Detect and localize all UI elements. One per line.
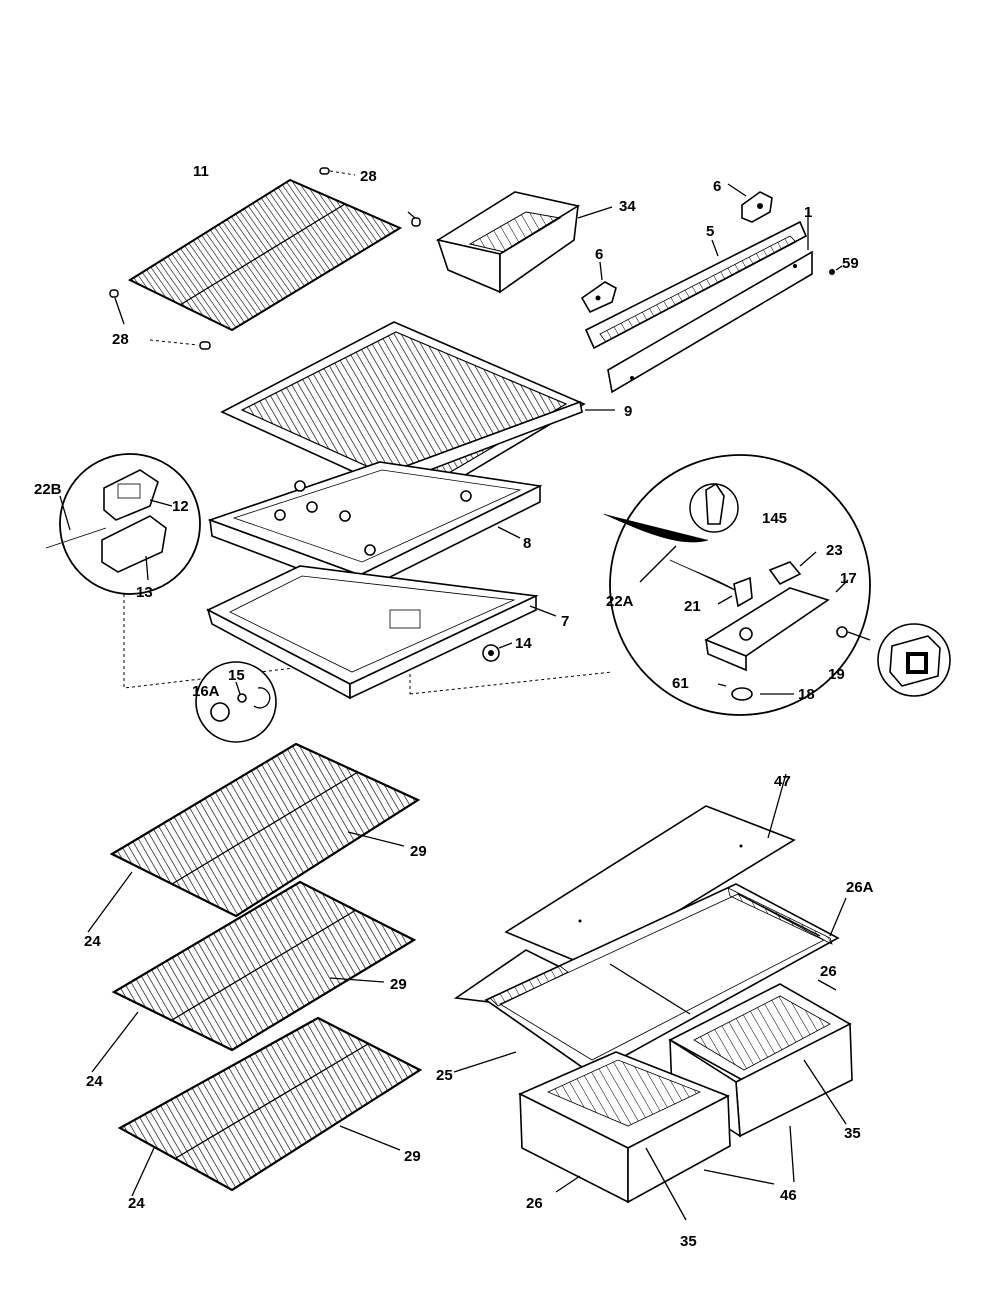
label-29-upper: 29 <box>410 843 427 860</box>
wire-shelf-11 <box>127 178 403 332</box>
shelf-support-28-bottom <box>109 289 211 350</box>
shelf-29-upper <box>87 742 421 933</box>
detail-circle-light <box>195 661 277 743</box>
label-145: 145 <box>762 510 787 527</box>
shelf-support-28-top <box>319 167 421 227</box>
base-tray-7 <box>206 565 557 700</box>
label-25: 25 <box>436 1067 453 1084</box>
label-22a: 22A <box>606 593 634 610</box>
ice-bin-34 <box>435 191 613 294</box>
label-26-left: 26 <box>526 1195 543 1212</box>
crisper-drawer-left <box>518 1051 795 1221</box>
detail-circle-damper <box>45 453 201 595</box>
leader-damper-to-tray <box>123 594 295 689</box>
label-61: 61 <box>672 675 689 692</box>
label-14: 14 <box>515 635 532 652</box>
screw-59 <box>829 265 843 275</box>
glass-cover-47 <box>504 773 796 967</box>
freezer-shelf-9 <box>220 321 615 518</box>
label-24-upper: 24 <box>84 933 101 950</box>
label-47: 47 <box>774 773 791 790</box>
label-7: 7 <box>561 613 569 630</box>
detail-circle-switch <box>877 623 951 697</box>
label-35-right: 35 <box>844 1125 861 1142</box>
label-26-right: 26 <box>820 963 837 980</box>
label-29-middle: 29 <box>390 976 407 993</box>
shelf-29-lower <box>117 1016 423 1197</box>
label-24-lower: 24 <box>128 1195 145 1212</box>
trim-1 <box>607 210 813 394</box>
label-35-left: 35 <box>680 1233 697 1250</box>
label-16a: 16A <box>192 683 220 700</box>
label-34: 34 <box>619 198 636 215</box>
rail-5 <box>584 220 808 350</box>
label-46: 46 <box>780 1187 797 1204</box>
label-26a: 26A <box>846 879 874 896</box>
label-28-lower: 28 <box>112 331 129 348</box>
label-23: 23 <box>826 542 843 559</box>
bracket-6-lower <box>580 261 617 314</box>
knob-14 <box>482 642 513 662</box>
label-29-lower: 29 <box>404 1148 421 1165</box>
label-8: 8 <box>523 535 531 552</box>
label-24-middle: 24 <box>86 1073 103 1090</box>
part-labels: 11 28 28 34 6 6 5 1 59 9 22B 12 13 8 7 1… <box>34 163 874 1250</box>
label-22b: 22B <box>34 481 62 498</box>
bracket-6-upper <box>727 183 773 223</box>
shelf-29-middle <box>91 880 417 1073</box>
label-18: 18 <box>798 686 815 703</box>
label-17: 17 <box>840 570 857 587</box>
label-1: 1 <box>804 204 812 221</box>
label-28-upper: 28 <box>360 168 377 185</box>
crisper-frame-25 <box>453 883 847 1075</box>
label-5: 5 <box>706 223 714 240</box>
label-19: 19 <box>828 666 845 683</box>
label-11: 11 <box>193 163 209 180</box>
label-59: 59 <box>842 255 859 272</box>
detail-circle-control <box>409 454 871 716</box>
label-6-upper: 6 <box>713 178 721 195</box>
label-21: 21 <box>684 598 701 615</box>
divider-tray-8 <box>207 461 543 594</box>
label-12: 12 <box>172 498 189 515</box>
label-6-lower: 6 <box>595 246 603 263</box>
label-13: 13 <box>136 584 153 601</box>
label-9: 9 <box>624 403 632 420</box>
label-15: 15 <box>228 667 245 684</box>
